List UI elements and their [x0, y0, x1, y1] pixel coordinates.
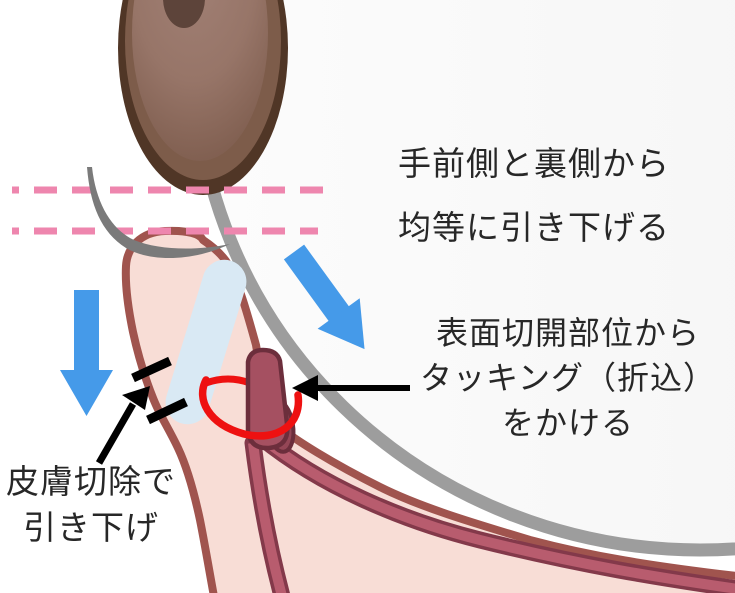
excision-mark-2 [146, 397, 188, 425]
tacking-suture [198, 376, 303, 440]
pull-arrow-left [60, 290, 113, 416]
muscle-band-vertical [248, 442, 287, 593]
annotation-pull-down: 手前側と裏側から 均等に引き下げる [398, 145, 670, 246]
skin-flap [121, 226, 735, 593]
tacking-arrow [292, 375, 410, 401]
tacking-suture-back [202, 375, 254, 387]
pull-arrow-right [283, 244, 365, 350]
skin-flap-body [121, 226, 735, 593]
muscle-band-curved [258, 434, 735, 593]
excision-mark-1 [131, 356, 172, 383]
annotation-tacking: 表面切開部位から タッキング（折込） をかける [419, 315, 717, 441]
bulb-top-spot [163, 0, 205, 28]
cartilage-strip [165, 259, 247, 425]
excision-arrow [95, 386, 150, 465]
bulb-body [132, 0, 268, 161]
annotation-skin-excision: 皮膚切除で 引き下げ [6, 463, 176, 546]
needle-hook [87, 167, 230, 259]
brown-tissue-bulb [118, 0, 288, 195]
